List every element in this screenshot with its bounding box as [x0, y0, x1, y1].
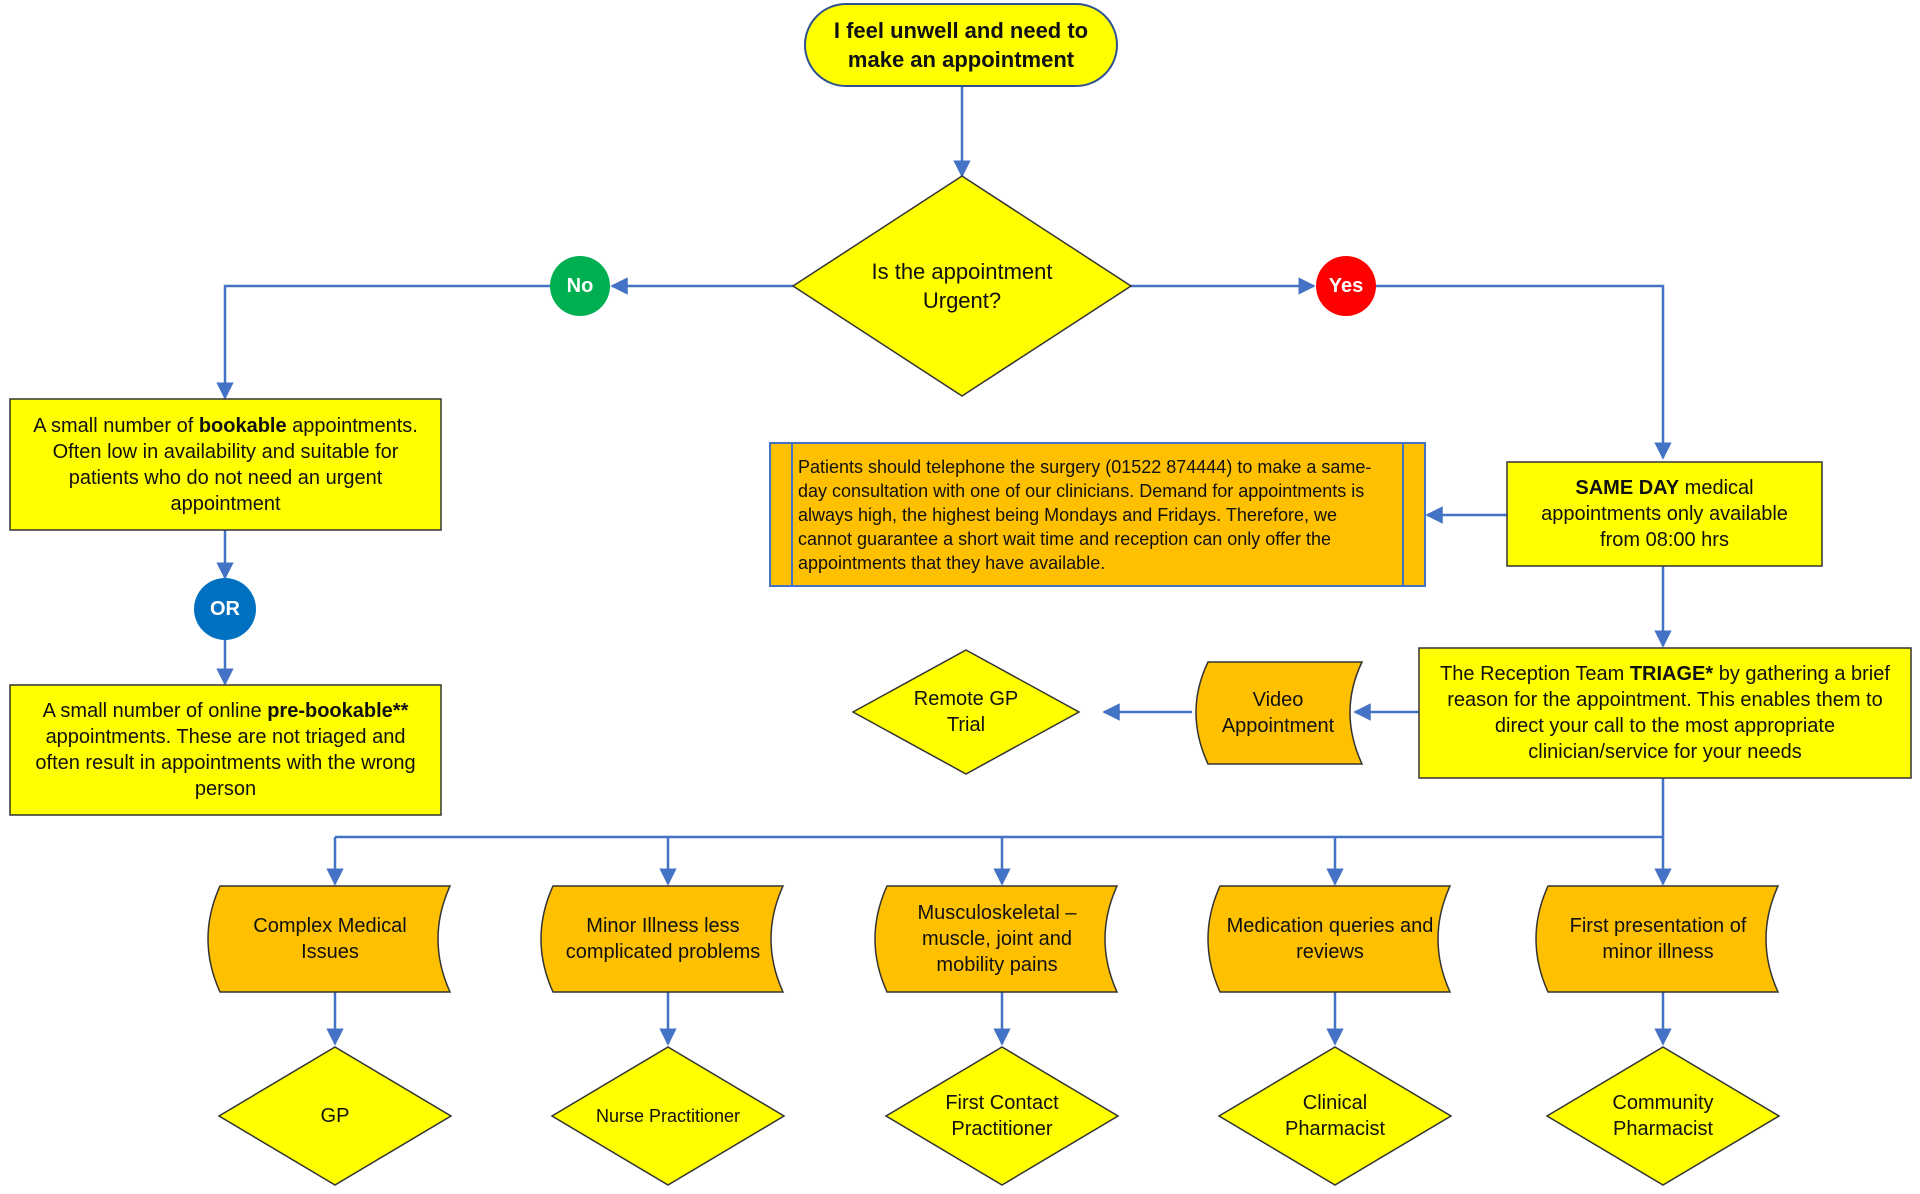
start-terminator	[804, 3, 1118, 87]
issue-label-complex-medical-issues: Complex Medical Issues	[253, 915, 407, 963]
no-label: No	[566, 274, 594, 297]
start-label: I feel unwell and need to make an appoin…	[833, 18, 1089, 72]
prebookable-text-bold: pre-bookable**	[267, 700, 409, 722]
issue-label-musculoskeletal-muscle-joint-and-mobility-pains: Musculoskeletal – muscle, joint and mobi…	[917, 902, 1077, 976]
issue-shapes	[207, 885, 1780, 993]
video-stored-data	[1195, 661, 1364, 765]
no-circle	[550, 256, 610, 316]
sameday-box	[1506, 461, 1823, 567]
clinician-diamond-nurse-practitioner	[550, 1046, 786, 1186]
clinician-diamond-clinical-pharmacist	[1217, 1046, 1453, 1186]
telephone-note-box	[769, 442, 1426, 587]
telephone-note-label: Patients should telephone the surgery (0…	[798, 456, 1372, 573]
yes-label: Yes	[1328, 274, 1364, 297]
connectors	[216, 86, 1672, 1046]
video-label: Video Appointment	[1221, 689, 1335, 737]
remote-gp-label: Remote GP Trial	[913, 688, 1019, 736]
clinician-label-gp: GP	[320, 1105, 350, 1127]
bookable-text-pre: A small number of	[33, 414, 199, 437]
decision-diamond	[791, 175, 1133, 397]
clinician-diamond-community-pharmacist	[1545, 1046, 1781, 1186]
prebookable-label: A small number of online pre-bookable** …	[10, 685, 441, 815]
clinician-label-community-pharmacist: Community Pharmacist	[1612, 1092, 1714, 1140]
issue-shape-complex-medical-issues	[207, 885, 452, 993]
issue-shape-musculoskeletal-muscle-joint-and-mobility-pains	[874, 885, 1119, 993]
or-label: OR	[210, 597, 240, 620]
issue-label-minor-illness-less-complicated-problems: Minor Illness less complicated problems	[565, 915, 761, 963]
sameday-text-bold: SAME DAY	[1575, 477, 1680, 499]
triage-text-bold: TRIAGE*	[1629, 663, 1714, 685]
prebookable-text-post: appointments. These are not triaged and …	[35, 726, 416, 800]
decision-label: Is the appointment Urgent?	[871, 259, 1053, 313]
bookable-box	[9, 398, 442, 531]
clinician-diamond-first-contact-practitioner	[884, 1046, 1120, 1186]
sameday-label: SAME DAY medical appointments only avail…	[1507, 462, 1822, 566]
triage-text-post: by gathering a brief reason for the appo…	[1447, 663, 1890, 763]
clinician-label-first-contact-practitioner: First Contact Practitioner	[945, 1092, 1059, 1140]
clinician-label-clinical-pharmacist: Clinical Pharmacist	[1284, 1092, 1386, 1140]
prebookable-text-pre: A small number of online	[42, 700, 268, 722]
bookable-label: A small number of bookable appointments.…	[10, 399, 441, 530]
sameday-text-post: medical appointments only available from…	[1541, 477, 1788, 551]
issue-label-medication-queries-and-reviews: Medication queries and reviews	[1226, 915, 1434, 963]
connector-no-bookable	[216, 284, 550, 400]
issue-shape-medication-queries-and-reviews	[1207, 885, 1452, 993]
triage-label: The Reception Team TRIAGE* by gathering …	[1419, 648, 1911, 778]
clinician-shapes	[217, 1046, 1781, 1186]
triage-box	[1418, 647, 1912, 779]
connector-yes-sameday	[1376, 284, 1672, 460]
issue-label-first-presentation-of-minor-illness: First presentation of minor illness	[1569, 915, 1747, 963]
issue-shape-first-presentation-of-minor-illness	[1535, 885, 1780, 993]
bookable-text-post: appointments. Often low in availability …	[52, 414, 418, 515]
triage-text-pre: The Reception Team	[1440, 663, 1630, 685]
remote-gp-diamond	[851, 649, 1081, 775]
prebookable-box	[9, 684, 442, 816]
yes-circle	[1316, 256, 1376, 316]
clinician-label-nurse-practitioner: Nurse Practitioner	[595, 1106, 741, 1126]
clinician-diamond-gp	[217, 1046, 453, 1186]
bookable-text-bold: bookable	[198, 414, 287, 437]
issue-shape-minor-illness-less-complicated-problems	[540, 885, 785, 993]
or-circle	[194, 578, 256, 640]
